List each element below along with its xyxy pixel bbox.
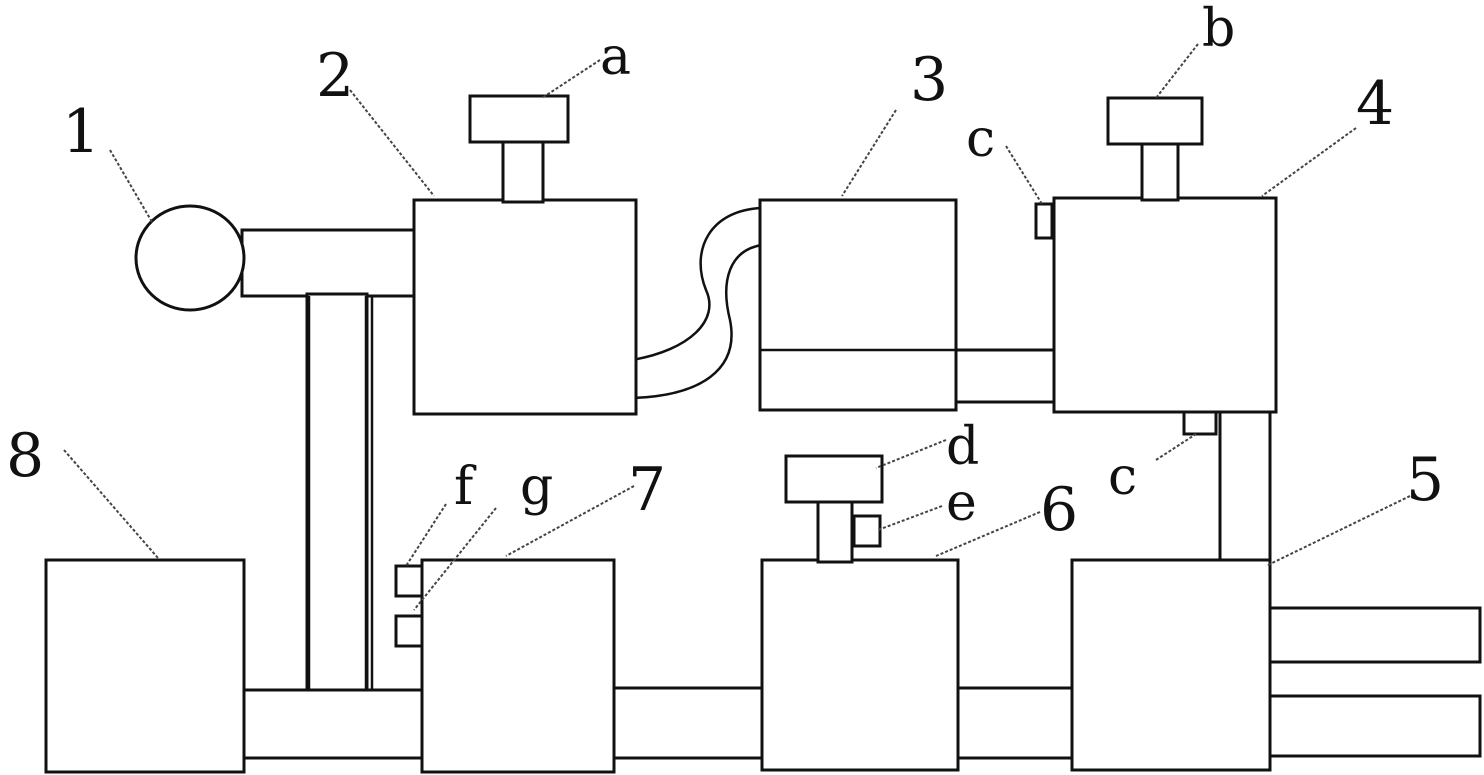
component-4-stem [1140, 140, 1180, 202]
leader-d [875, 439, 947, 469]
component-7-box [420, 558, 616, 774]
component-a-box [468, 94, 570, 144]
leader-b [1155, 43, 1199, 99]
component-3-box [758, 198, 958, 412]
pipe-vertical-left [305, 292, 369, 696]
leader-1 [109, 149, 153, 223]
sensor-c-top [1034, 202, 1054, 240]
label-c-top: c [966, 109, 995, 169]
sensor-g [394, 614, 424, 648]
pipe-8-to-7 [240, 688, 426, 760]
leader-e [877, 505, 943, 531]
leader-7 [505, 485, 635, 557]
label-4: 4 [1356, 69, 1394, 139]
component-6-box [760, 558, 960, 772]
sensor-f [394, 564, 424, 598]
leader-3 [841, 109, 897, 197]
component-b-box [1106, 96, 1204, 146]
label-e: e [946, 473, 977, 533]
leader-c-bottom [1155, 433, 1197, 461]
pipe-1-to-2 [240, 228, 416, 298]
component-2-box [412, 198, 638, 416]
component-2-stem [501, 138, 545, 204]
label-b: b [1202, 0, 1235, 59]
label-d: d [946, 417, 979, 477]
pipe-3-to-4 [953, 348, 1057, 404]
hose-2-to-3-upper [631, 206, 763, 362]
sensor-e [852, 514, 882, 548]
component-6-stem [816, 498, 854, 564]
outlet-pipe-upper [1266, 606, 1482, 664]
leader-f [405, 503, 447, 567]
leader-4 [1261, 127, 1357, 197]
label-6: 6 [1040, 475, 1078, 545]
component-d-box [784, 454, 884, 504]
label-f: f [454, 457, 477, 517]
leader-2 [349, 89, 435, 197]
label-2: 2 [316, 41, 354, 111]
label-1: 1 [62, 97, 100, 167]
pipe-7-to-6 [610, 686, 764, 760]
sensor-c-bottom [1182, 410, 1218, 436]
label-7: 7 [628, 455, 666, 525]
label-3: 3 [910, 45, 948, 115]
leader-g [413, 507, 497, 611]
leader-c-top [1005, 145, 1043, 205]
pipe-4-to-5 [1218, 410, 1272, 564]
label-a: a [600, 27, 631, 87]
outlet-pipe-lower [1266, 694, 1482, 758]
leader-8 [63, 449, 159, 559]
component-5-box [1070, 558, 1272, 772]
leader-5 [1265, 495, 1411, 567]
leader-6 [935, 511, 1041, 557]
label-5: 5 [1406, 445, 1444, 515]
component-4-box [1052, 196, 1278, 414]
hose-2-to-3-lower [631, 243, 763, 400]
pipe-6-to-5 [955, 686, 1077, 760]
leader-a [541, 59, 601, 99]
label-g: g [520, 457, 553, 517]
component-1-circle [134, 204, 246, 312]
component-8-box [44, 558, 246, 774]
label-c-bottom: c [1108, 447, 1137, 507]
label-8: 8 [6, 421, 44, 491]
